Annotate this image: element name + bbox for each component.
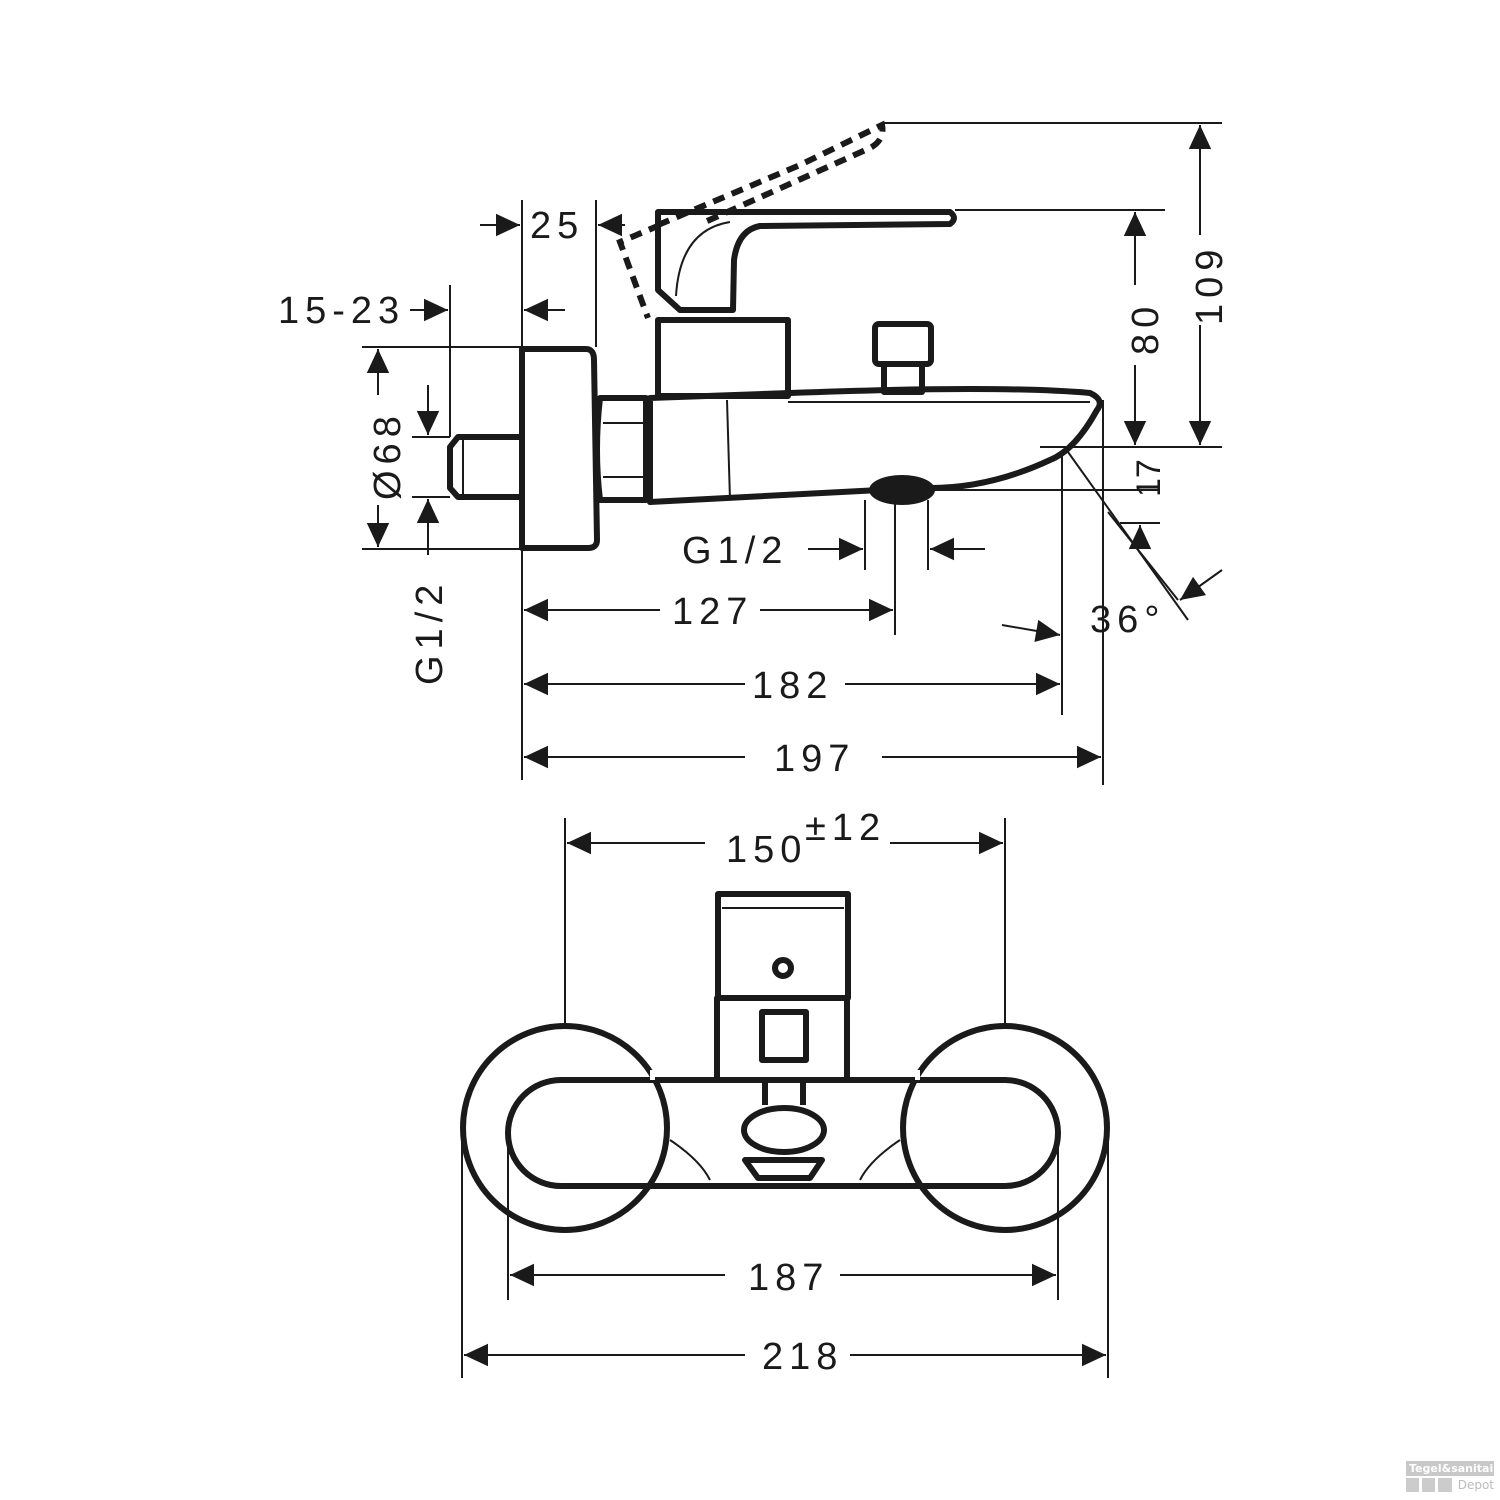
wall-escutcheon — [519, 346, 600, 551]
handle-front — [715, 891, 851, 1001]
mixer-body — [647, 386, 1103, 505]
dim-127-label: 127 — [672, 591, 753, 633]
right-escutcheon — [900, 1023, 1110, 1233]
dim-80-label: 80 — [1125, 301, 1167, 355]
left-escutcheon — [460, 1023, 670, 1233]
dim-diameter-68-label: Ø68 — [367, 410, 409, 500]
mixer-body-front — [505, 1077, 1061, 1189]
dim-150-label: 150 — [726, 829, 807, 871]
dim-150-tolerance-label: ±12 — [805, 807, 886, 849]
lever-open-position-outline — [616, 120, 886, 320]
handle-lever — [655, 209, 957, 313]
aerator-front — [741, 1105, 827, 1155]
dim-109-label: 109 — [1189, 244, 1231, 325]
handle-column — [655, 317, 791, 399]
inlet-pipe — [447, 434, 522, 500]
dim-17-label: 17 — [1130, 459, 1168, 497]
diverter-front — [772, 957, 794, 979]
dim-182-label: 182 — [752, 665, 833, 707]
watermark-drop-icon — [1406, 1478, 1420, 1492]
watermark-line2: Depot — [1457, 1478, 1494, 1492]
front-view: 150 ±12 187 218 — [460, 807, 1110, 1378]
dim-218-label: 218 — [762, 1336, 843, 1378]
watermark-line1: Tegel&sanitair — [1406, 1461, 1499, 1476]
side-view: 25 15-23 Ø68 G1/2 G1/2 127 182 — [278, 120, 1231, 785]
dim-g12-inlet-label: G1/2 — [409, 579, 451, 685]
watermark-square-icon — [1422, 1478, 1436, 1492]
angle-36-label: 36° — [1090, 599, 1165, 641]
watermark-square-icon — [1438, 1478, 1452, 1492]
dim-187-label: 187 — [748, 1257, 829, 1299]
dim-197-label: 197 — [774, 738, 855, 780]
dim-g12-outlet-label: G1/2 — [682, 530, 788, 572]
watermark-logo: Tegel&sanitair Depot — [1406, 1461, 1499, 1492]
dim-15-23-label: 15-23 — [278, 290, 405, 332]
connection-nut — [594, 395, 649, 503]
aerator — [869, 475, 935, 505]
dim-25-label: 25 — [530, 205, 584, 247]
diverter-knob — [872, 321, 934, 367]
